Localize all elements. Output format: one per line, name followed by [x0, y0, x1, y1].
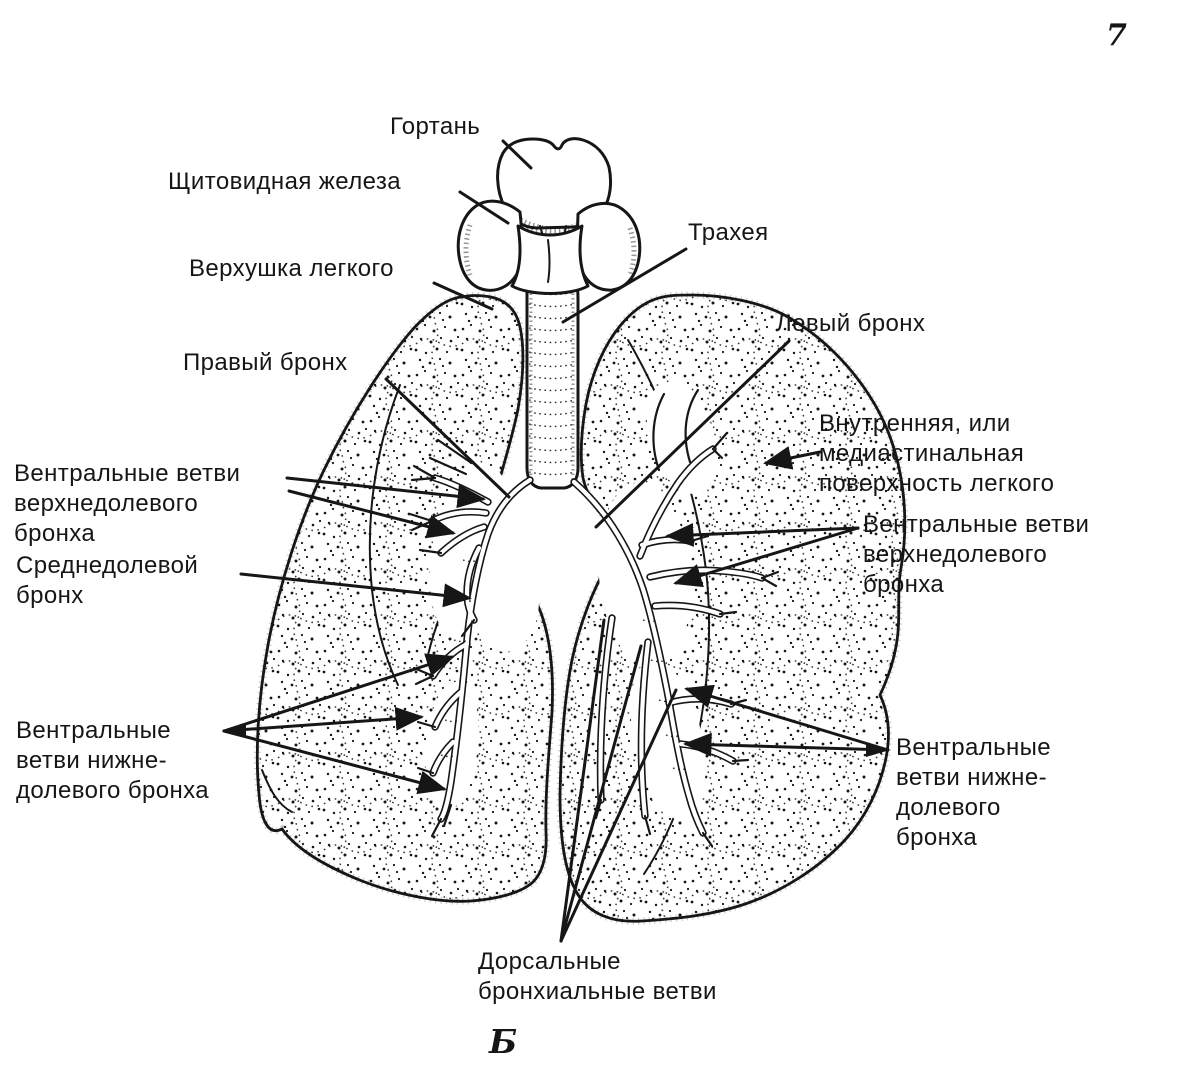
- label-mediastinal-surface: Внутренняя, или медиастинальная поверхно…: [819, 410, 1055, 497]
- leader-ventral-upper-right-2: [673, 526, 860, 588]
- leader-mediastinal: [763, 446, 822, 470]
- leader-ventral-lower-left-2: [222, 706, 424, 733]
- leader-lines: [222, 139, 890, 943]
- leader-thyroid: [458, 190, 510, 225]
- leader-dorsal-3: [559, 688, 678, 943]
- label-ventral-lower-left: Вентральные ветви нижне- долевого бронха: [16, 717, 210, 804]
- label-ventral-lower-right: Вентральные ветви нижне- долевого бронха: [896, 734, 1052, 851]
- page-mark: 7: [1106, 18, 1127, 53]
- label-dorsal-branches: Дорсальные бронхиальные ветви: [478, 948, 717, 1005]
- label-right-bronchus: Правый бронх: [183, 349, 348, 376]
- label-ventral-upper-right: Вентральные ветви верхнедолевого бронха: [863, 511, 1090, 598]
- leader-ventral-lower-right-1: [684, 684, 890, 752]
- label-ventral-upper-left: Вентральные ветви верхнедолевого бронха: [14, 460, 241, 547]
- leader-left-bronchus: [594, 339, 791, 529]
- label-larynx: Гортань: [390, 113, 481, 140]
- leader-ventral-lower-right-2: [683, 732, 890, 757]
- leader-right-bronchus: [384, 377, 511, 499]
- leader-ventral-upper-left-1: [285, 476, 486, 509]
- thyroid-shape: [456, 199, 642, 295]
- leader-middle-lobe: [239, 572, 472, 608]
- label-trachea: Трахея: [688, 219, 769, 246]
- leader-dorsal-2: [559, 644, 643, 943]
- label-middle-lobe-bronchus: Среднедолевой бронх: [16, 552, 199, 609]
- label-lung-apex: Верхушка легкого: [189, 255, 394, 282]
- leader-dorsal-1: [559, 618, 606, 943]
- arrowhead-ventral-lower-left: [222, 724, 246, 738]
- right-lung-shape: [253, 292, 557, 905]
- leader-ventral-lower-left-1: [222, 653, 455, 733]
- label-thyroid: Щитовидная железа: [168, 168, 401, 195]
- leader-trachea: [561, 247, 688, 324]
- leader-ventral-upper-left-2: [287, 489, 456, 539]
- leader-lung-apex: [432, 281, 494, 311]
- arrowhead-ventral-lower-right: [866, 743, 890, 757]
- leader-ventral-lower-left-3: [222, 729, 447, 795]
- label-left-bronchus: Левый бронх: [776, 310, 926, 337]
- figure-letter: Б: [489, 1022, 518, 1061]
- leader-ventral-upper-right-1: [665, 522, 860, 547]
- leader-larynx: [501, 139, 533, 170]
